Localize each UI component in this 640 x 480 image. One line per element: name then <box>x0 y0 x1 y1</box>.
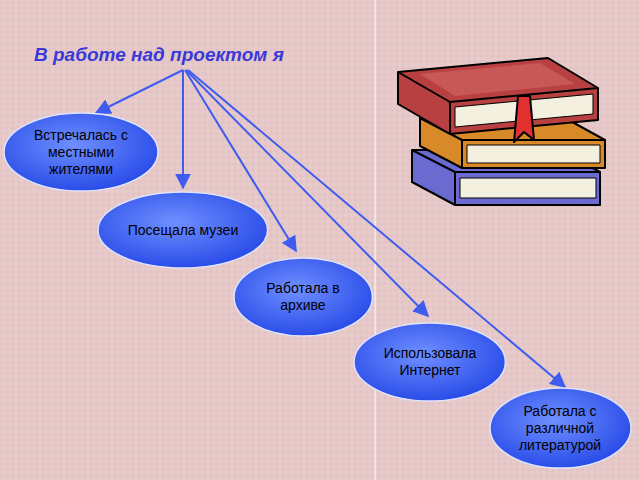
node-label: Посещала музеи <box>121 222 245 239</box>
diagram-title: В работе над проектом я <box>34 44 284 66</box>
divider-line <box>374 0 376 480</box>
ellipse-node: Встречалась с местными жителями <box>3 112 159 192</box>
node-label: Работала в архиве <box>253 280 353 314</box>
ellipse-node: Работала с различной литературой <box>489 387 632 469</box>
node-label: Встречалась с местными жителями <box>25 127 137 178</box>
ellipse-node: Использовала Интернет <box>353 322 506 402</box>
books-illustration <box>398 58 605 205</box>
node-label: Работала с различной литературой <box>509 403 611 454</box>
ellipse-node: Посещала музеи <box>97 191 269 269</box>
ellipse-node: Работала в архиве <box>233 257 373 337</box>
node-label: Использовала Интернет <box>375 345 485 379</box>
